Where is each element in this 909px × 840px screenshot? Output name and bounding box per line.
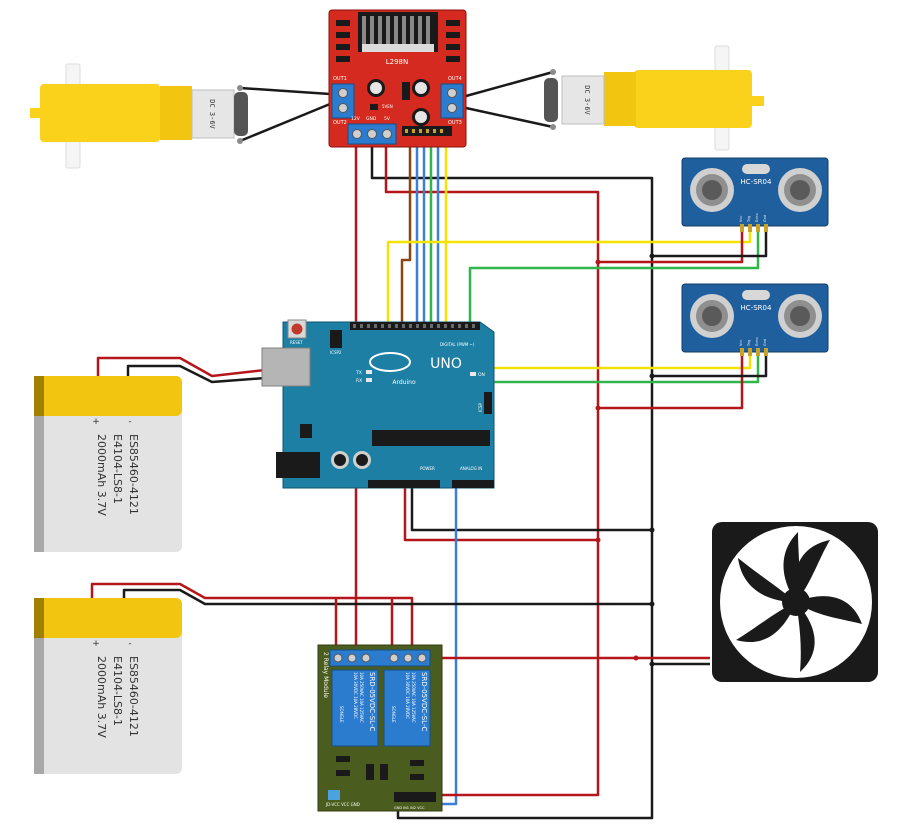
battery-bottom-line1: ES85460-4121 [127,656,140,737]
sensor-top-pin-trig: Trig [747,216,751,223]
relay-title: 2 Relay Module [322,652,329,698]
arduino-uno: RESET ICSP2 DIGITAL (PWM ~) UNO Arduino … [261,319,495,489]
relay-1-label: SRD-05VDC-SL-C [368,672,376,731]
motor-left: DC 3-6V [30,63,248,169]
battery-top-minus: - [128,417,131,427]
fan-blades [736,532,862,672]
battery-top-line2: E4104-LS8-1 [111,434,124,504]
wire-sensor-top-echo-green [468,232,760,325]
ultrasonic-sensor-top: HC-SR04 Vcc Trig Echo Gnd [681,157,829,232]
l298n-driver: L298N OUT1 OUT2 OUT4 OUT3 12V GND 5V 5VE… [328,9,467,148]
wire-driver-gnd-black [370,140,654,820]
driver-out3-label: OUT3 [448,120,462,126]
wire-battery-bottom-black [122,588,652,606]
battery-bottom: + - ES85460-4121 E4104-LS8-1 2000mAh 3.7… [34,598,182,774]
wire-battery-bottom-red [90,582,414,660]
sensor-bottom-pin-trig: Trig [747,340,751,347]
driver-5v-label: 5V [384,116,391,122]
battery-top: + - ES85460-4121 E4104-LS8-1 2000mAh 3.7… [34,376,182,552]
arduino-digital-label: DIGITAL (PWM ~) [440,342,475,347]
wire-motor-right-2 [465,106,554,129]
motor-right: DC 3-6V [544,45,764,151]
ultrasonic-sensor-bottom: HC-SR04 Vcc Trig Echo Gnd [681,283,829,356]
wire-sensor-top-vcc-red [598,232,744,264]
junction-dot [633,655,639,661]
battery-bottom-line2: E4104-LS8-1 [111,656,124,726]
driver-5ven-label: 5VEN [382,104,393,109]
driver-12v-label: 12V [351,116,361,122]
relay-2-spec1: 10A 250VAC 10A 125VAC [411,672,416,723]
junction-dot [649,373,655,379]
relay-power-pins-label: JD-VCC VCC GND [325,802,360,807]
motor-left-label: DC 3-6V [208,99,216,129]
wire-sensor-top-trig-yellow [386,232,752,325]
junction-dot [649,527,655,533]
wire-battery-top-red [96,356,266,378]
relay-1-spec1: 10A 250VAC 10A 125VAC [359,672,364,723]
wire-sensor-bottom-gnd-black [652,352,768,378]
wire-brown-signal [400,135,412,325]
junction-dot [649,253,655,259]
battery-bottom-minus: - [128,639,131,649]
relay-2-label: SRD-05VDC-SL-C [420,672,428,731]
battery-top-line1: ES85460-4121 [127,434,140,515]
motor-right-label: DC 3-6V [583,85,591,115]
wire-sensor-bottom-vcc-red [598,352,744,410]
junction-dot [595,537,601,543]
junction-dot [649,601,655,607]
arduino-icsp-label: ICSP [478,402,483,412]
wires [90,70,768,820]
relay-2-type: SONGLE [391,706,396,723]
arduino-on-label: ON [478,372,485,378]
sensor-top-label: HC-SR04 [741,178,772,186]
battery-top-line3: 2000mAh 3.7V [95,434,108,516]
cooling-fan [712,522,878,682]
relay-1-spec2: 10A 30VDC 10A 28VDC [353,672,358,719]
driver-out4-label: OUT4 [448,76,462,82]
junction-dot [595,405,601,411]
wire-relay-vcc-red [425,540,600,797]
sensor-bottom-pin-vcc: Vcc [739,340,743,346]
arduino-tx-label: TX [355,370,362,376]
arduino-rx-label: RX [356,378,362,384]
sensor-top-pin-echo: Echo [755,214,759,223]
relay-input-pins-label: GND IN1 IN2 VCC [394,806,425,810]
sensor-bottom-pin-gnd: Gnd [763,339,767,346]
relay-1-type: SONGLE [339,706,344,723]
battery-bottom-plus: + [92,639,100,649]
wire-driver-5v-red [384,140,600,542]
wire-battery-top-black [126,364,266,384]
driver-out1-label: OUT1 [333,76,347,82]
wire-motor-left-1 [239,86,331,96]
driver-title: L298N [386,58,409,66]
arduino-reset-label: RESET [290,340,303,345]
wire-motor-right-1 [465,70,554,98]
sensor-top-pin-vcc: Vcc [739,216,743,222]
relay-2-spec2: 10A 30VDC 10A 28VDC [405,672,410,719]
junction-dot [595,259,601,265]
relay-module: 2 Relay Module SRD-05VDC-SL-C 10A 250VAC… [317,644,443,812]
sensor-bottom-label: HC-SR04 [741,304,772,312]
battery-top-plus: + [92,417,100,427]
wire-motor-left-2 [239,102,331,143]
battery-bottom-line3: 2000mAh 3.7V [95,656,108,738]
sensor-top-pin-gnd: Gnd [763,215,767,222]
junction-dot [649,661,655,667]
wire-arduino-gnd-black [410,484,652,532]
driver-gnd-label: GND [366,116,377,122]
arduino-logo-text: UNO [430,356,462,372]
arduino-icsp2-label: ICSP2 [330,350,342,355]
driver-out2-label: OUT2 [333,120,347,126]
arduino-analog-label: ANALOG IN [460,466,482,471]
arduino-brand-text: Arduino [392,379,416,386]
arduino-power-label: POWER [420,466,435,471]
sensor-bottom-pin-echo: Echo [755,338,759,347]
wire-sensor-top-gnd-black [652,232,768,258]
